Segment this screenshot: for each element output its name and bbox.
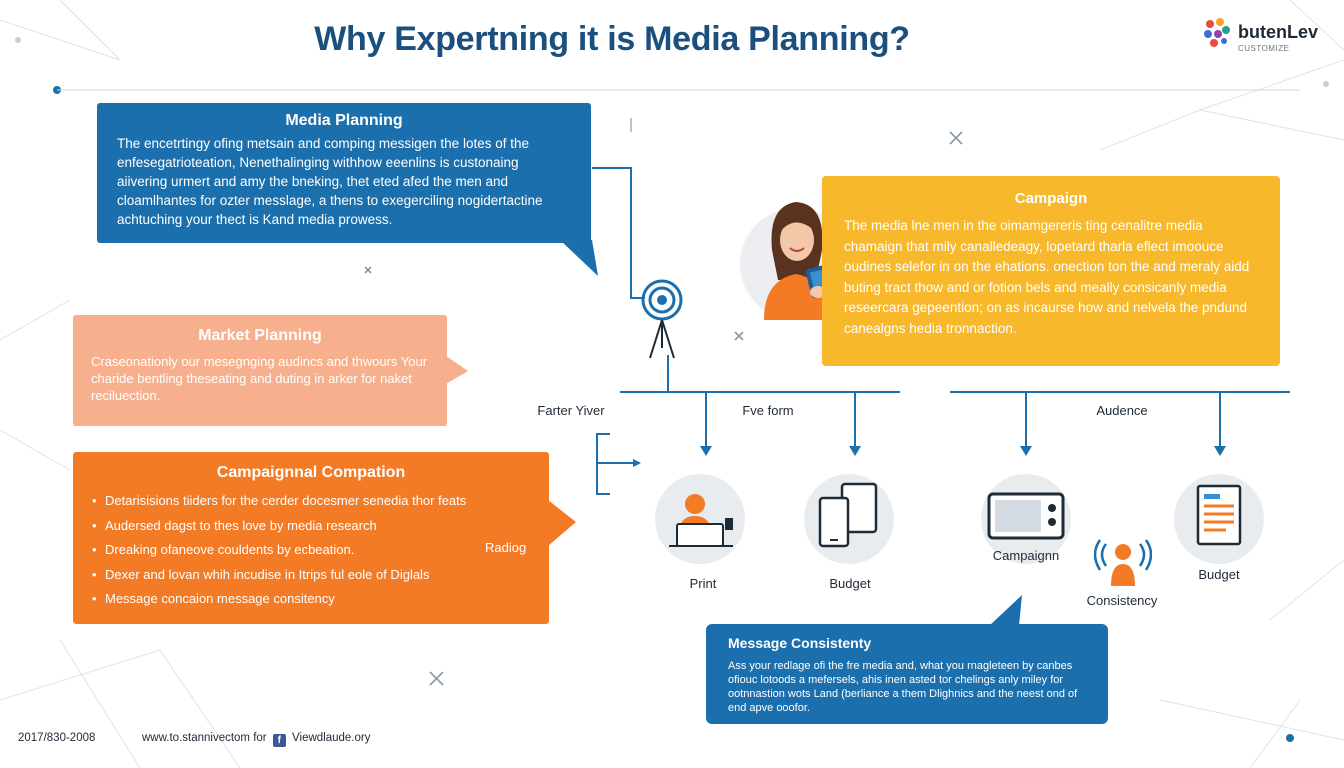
logo-subtitle: CUSTOMIZE [1238, 44, 1290, 53]
timeline-mid-label: Fve form [742, 403, 794, 418]
list-item: Dreaking ofaneove couldents by ecbeation… [92, 538, 531, 563]
market-planning-body: Craseonationly our mesegnging audincs an… [91, 354, 428, 403]
print-node-circle [655, 474, 745, 564]
message-consistency-card: Message Consistenty Ass your redlage ofi… [706, 624, 1108, 724]
campaign-completion-list: Detarisisions tiiders for the cerder doc… [91, 489, 531, 612]
message-callout-tail [989, 595, 1022, 626]
facebook-icon[interactable]: f [272, 734, 286, 747]
market-planning-heading: Market Planning [198, 327, 322, 344]
campaign-heading: Campaign [1014, 190, 1088, 207]
radio-label: Radiog [485, 540, 527, 555]
media-planning-card: Media Planning The encetrtingy ofing met… [97, 103, 591, 243]
timeline-right-label: Audence [1096, 403, 1148, 418]
campaign-card: Campaign The media lne men in the oimamg… [822, 176, 1280, 366]
list-item: Message concaion message consitency [92, 587, 531, 612]
broadcast-person-icon [1094, 539, 1152, 586]
footer-links: www.to.stannivectom for f Viewdlaude.ory [142, 732, 370, 747]
document-icon [1196, 484, 1242, 546]
media-planning-heading: Media Planning [285, 112, 403, 129]
person-at-desk-icon [669, 494, 733, 547]
campaign-completion-card: Campaignnal Compation Detarisisions tiid… [73, 452, 549, 624]
list-item: Detarisisions tiiders for the cerder doc… [92, 489, 531, 514]
market-callout-tail [446, 356, 468, 384]
consistency-node-label: Consistency [1086, 593, 1158, 608]
media-planning-body: The encetrtingy ofing metsain and compin… [117, 136, 543, 227]
page-title: Why Expertning it is Media Planning? [314, 20, 910, 58]
campaign-completion-heading: Campaignnal Compation [216, 464, 406, 481]
target-icon [641, 279, 683, 359]
logo-name: butenLev [1238, 22, 1319, 42]
footer-website[interactable]: www.to.stannivectom for [142, 732, 267, 744]
campaign-body: The media lne men in the oimamgereris ti… [844, 218, 1250, 336]
budget-doc-node-circle [1174, 474, 1264, 564]
logo-mark-icon [1204, 18, 1230, 47]
brand-logo: butenLev CUSTOMIZE [1200, 14, 1330, 54]
budget-doc-node-label: Budget [1198, 567, 1240, 582]
market-planning-card: Market Planning Craseonationly our meseg… [73, 315, 447, 426]
footer-date: 2017/830-2008 [18, 732, 96, 744]
tv-icon [987, 492, 1065, 540]
budget-node-circle [804, 474, 894, 564]
media-callout-tail [560, 240, 598, 276]
footer-social[interactable]: Viewdlaude.ory [292, 732, 371, 744]
completion-callout-tail [548, 500, 576, 546]
timeline-left-label: Farter Yiver [537, 403, 605, 418]
message-consistency-heading: Message Consistenty [728, 635, 872, 651]
message-consistency-body: Ass your redlage ofi the fre media and, … [728, 660, 1078, 714]
list-item: Audersed dagst to thes love by media res… [92, 514, 531, 539]
print-node-label: Print [689, 576, 717, 591]
list-item: Dexer and lovan whih incudise in Itrips … [92, 563, 531, 588]
budget-node-label: Budget [829, 576, 871, 591]
devices-icon [818, 482, 878, 548]
campaign-node-circle [981, 474, 1071, 564]
campaign-node-label: Campaignn [992, 548, 1060, 563]
